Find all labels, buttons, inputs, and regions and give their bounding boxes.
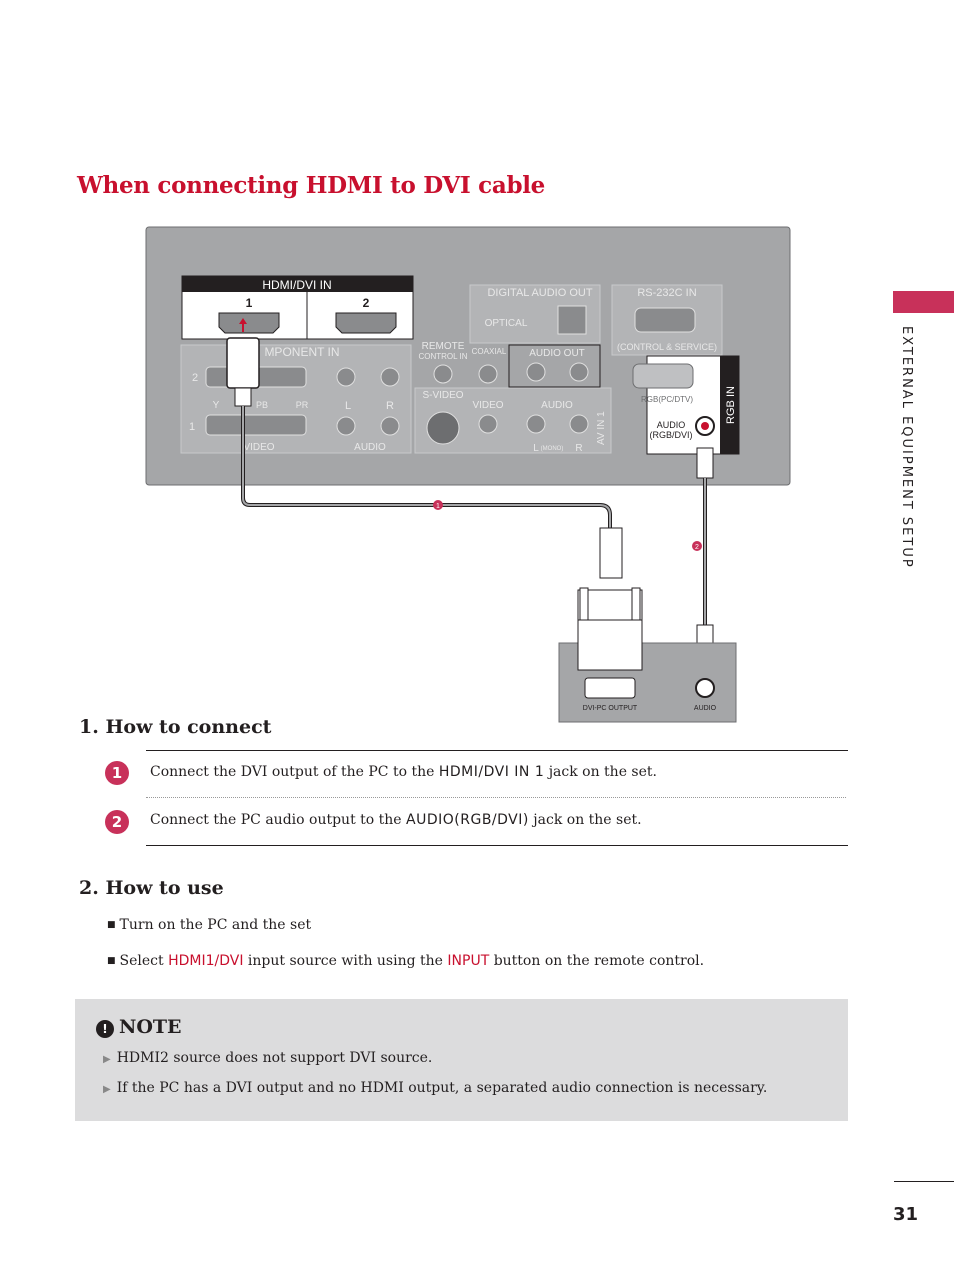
dvi-plug-body: [577, 589, 643, 621]
component-audio-label: AUDIO: [354, 442, 386, 453]
remote-label-1: REMOTE: [422, 341, 465, 352]
r-label: R: [386, 400, 394, 412]
audio-rgb-dvi-label-2: (RGB/DVI): [649, 430, 692, 440]
component-in-label: MPONENT IN: [264, 345, 339, 359]
pb-label: PB: [256, 400, 268, 410]
use-item-2: ■Select HDMI1/DVI input source with usin…: [107, 953, 705, 969]
divider: [146, 845, 848, 846]
warning-icon: !: [96, 1020, 114, 1038]
y-label: Y: [213, 400, 220, 411]
hdmi1-dvi-key: HDMI1/DVI: [168, 953, 244, 969]
step-1-text: Connect the DVI output of the PC to the …: [150, 764, 657, 780]
connection-diagram: HDMI/DVI IN 1 2 MPONENT IN 2 1 Y PB PR L…: [145, 226, 791, 723]
component-row2: 2: [192, 372, 198, 384]
component-section: [180, 344, 412, 454]
audio-out-label: AUDIO OUT: [529, 348, 585, 359]
optical-label: OPTICAL: [485, 318, 528, 329]
av-mono-label: (MONO): [541, 446, 564, 452]
control-service-label: (CONTROL & SERVICE): [617, 342, 717, 352]
step-2-badge: 2: [105, 810, 129, 834]
hdmi-dvi-in-label: HDMI/DVI IN: [262, 278, 331, 292]
note-line-1: ▶HDMI2 source does not support DVI sourc…: [103, 1050, 433, 1066]
note-line-2: ▶If the PC has a DVI output and no HDMI …: [103, 1080, 768, 1096]
hdmi-port1: [218, 312, 280, 334]
dotted-divider: [146, 797, 846, 798]
pc-audio-label: AUDIO: [694, 705, 717, 712]
step-1-key: HDMI/DVI IN 1: [438, 764, 545, 780]
digital-audio-out-label: DIGITAL AUDIO OUT: [487, 287, 592, 299]
note-box: [75, 999, 848, 1121]
callout-2-text: 2: [695, 544, 699, 551]
step-2-key: AUDIO(RGB/DVI): [406, 812, 529, 828]
rgb-in-label: RGB IN: [725, 386, 737, 424]
step-1-badge: 1: [105, 761, 129, 785]
svideo-label: S-VIDEO: [422, 390, 463, 401]
remote-label-2: CONTROL IN: [418, 352, 467, 361]
use-item-1: ■Turn on the PC and the set: [107, 917, 312, 933]
pc-audio-jack: [695, 678, 715, 698]
rgb-pc-dtv-label: RGB(PC/DTV): [641, 395, 693, 404]
hdmi-plug: [226, 337, 260, 389]
triangle-bullet-icon: ▶: [103, 1054, 111, 1065]
hdmi-port2-label: 2: [363, 296, 370, 310]
dvi-pc-output-label: DVI-PC OUTPUT: [583, 705, 638, 712]
av-in-label: AV IN 1: [596, 411, 607, 445]
triangle-bullet-icon: ▶: [103, 1084, 111, 1095]
page-title: When connecting HDMI to DVI cable: [77, 172, 546, 199]
coaxial-label: COAXIAL: [472, 347, 507, 356]
audio-plug-top: [696, 447, 714, 479]
how-to-connect-heading: 1. How to connect: [79, 716, 272, 738]
hdmi-port1-label: 1: [246, 296, 253, 310]
dvi-pc-output-port: [584, 677, 636, 699]
pr-label: PR: [296, 400, 309, 410]
page-number: 31: [892, 1204, 918, 1225]
component-video-label: VIDEO: [243, 442, 274, 453]
callout-1: [433, 500, 443, 510]
av-video-label: VIDEO: [472, 400, 503, 411]
av-r-label: R: [575, 443, 582, 454]
how-to-use-heading: 2. How to use: [79, 877, 224, 899]
section-tab: [893, 291, 954, 313]
hdmi-header: [182, 276, 413, 292]
step-2-text: Connect the PC audio output to the AUDIO…: [150, 812, 642, 828]
input-key: INPUT: [447, 953, 490, 969]
page-number-rule: [894, 1181, 954, 1182]
audio-rgb-dvi-label-1: AUDIO: [657, 420, 686, 430]
callout-1-text: 1: [436, 503, 440, 510]
av-audio-label: AUDIO: [541, 400, 573, 411]
component-row1: 1: [189, 421, 195, 433]
l-label: L: [345, 400, 351, 412]
callout-2: [692, 541, 702, 551]
hdmi-port2: [335, 312, 397, 334]
note-title: NOTE: [119, 1016, 182, 1038]
divider: [146, 750, 848, 751]
dvi-cable-ferrite: [599, 527, 623, 579]
av-l-label: L: [533, 443, 539, 454]
rs232c-label: RS-232C IN: [637, 287, 696, 299]
